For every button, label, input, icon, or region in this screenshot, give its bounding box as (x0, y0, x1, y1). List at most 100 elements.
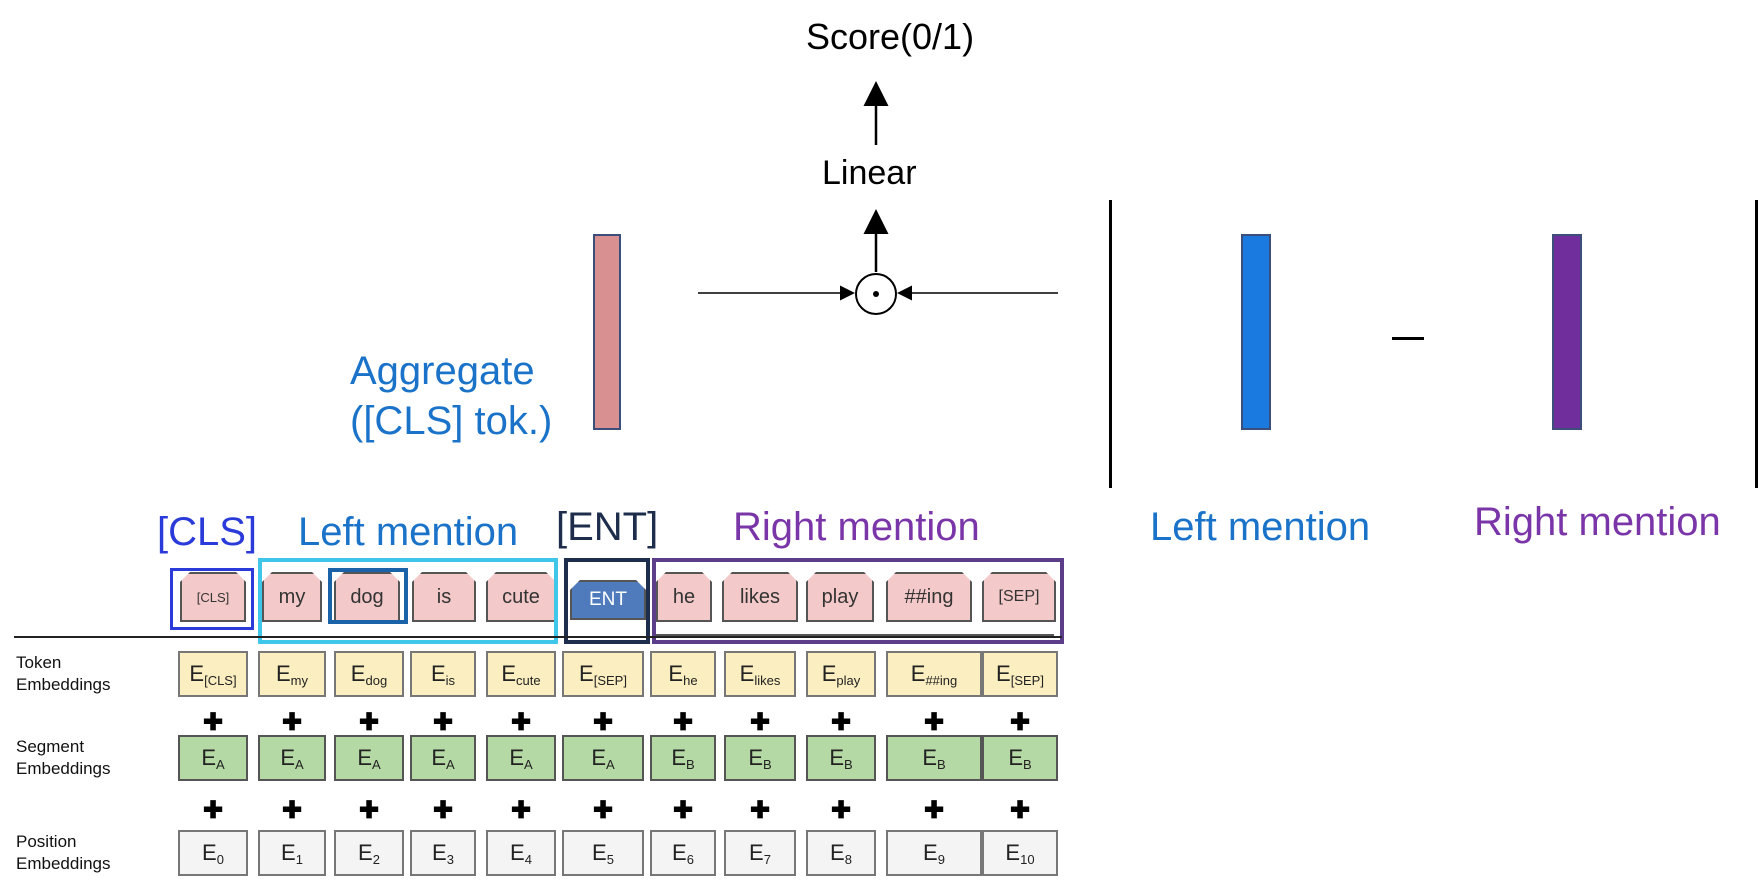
token-embeddings-label: Token Embeddings (16, 652, 111, 696)
ent-group-box (564, 558, 650, 644)
plus-sign: ✚ (750, 797, 771, 824)
plus-sign: ✚ (282, 797, 303, 824)
cls-vector-bar (593, 234, 621, 430)
plus-sign: ✚ (1010, 797, 1031, 824)
token-embedding-5: E[SEP] (562, 651, 644, 697)
token-ing: ##ing (886, 572, 972, 622)
token-cute: cute (486, 572, 556, 622)
plus-sign: ✚ (831, 709, 852, 736)
position-embeddings-line-1: Position (16, 832, 77, 851)
token-embedding-9: E##ing (886, 651, 982, 697)
right-mention-group-label: Right mention (733, 505, 980, 549)
plus-sign: ✚ (593, 797, 614, 824)
token-embedding-0: E[CLS] (178, 651, 248, 697)
dog-highlight-box (328, 568, 408, 624)
token-underline (656, 634, 1054, 636)
plus-sign: ✚ (924, 709, 945, 736)
token-is: is (412, 572, 476, 622)
cls-group-label: [CLS] (157, 510, 258, 554)
plus-sign: ✚ (511, 709, 532, 736)
cls-group-box (170, 568, 254, 630)
segment-embeddings-line-1: Segment (16, 737, 85, 756)
left-mention-group-label: Left mention (298, 510, 519, 554)
ent-group-label: [ENT] (556, 505, 659, 549)
plus-sign: ✚ (593, 709, 614, 736)
token-embeddings-line-2: Embeddings (16, 675, 111, 695)
plus-sign: ✚ (750, 709, 771, 736)
right-mention-vector-bar (1552, 234, 1582, 430)
token-cls: [CLS] (180, 572, 246, 622)
hadamard-product-circle (855, 273, 897, 315)
right-mention-vector-label: Right mention (1474, 500, 1721, 544)
left-mention-vector-label: Left mention (1150, 505, 1371, 549)
plus-sign: ✚ (282, 709, 303, 736)
segment-embeddings-line-2: Embeddings (16, 759, 111, 779)
plus-sign: ✚ (511, 797, 532, 824)
plus-sign: ✚ (673, 709, 694, 736)
linear-label: Linear (822, 154, 917, 192)
token-embedding-10: E[SEP] (982, 651, 1058, 697)
plus-sign: ✚ (433, 797, 454, 824)
aggregate-line-2: ([CLS] tok.) (350, 399, 553, 443)
plus-sign: ✚ (673, 797, 694, 824)
plus-sign: ✚ (1010, 709, 1031, 736)
plus-sign: ✚ (924, 797, 945, 824)
score-title: Score(0/1) (806, 16, 975, 57)
aggregate-label: Aggregate ([CLS] tok.) (350, 346, 552, 446)
token-my: my (262, 572, 322, 622)
plus-sign: ✚ (203, 797, 224, 824)
left-mention-group-box (258, 558, 558, 644)
left-mention-vector-bar (1241, 234, 1271, 430)
token-sep: [SEP] (982, 572, 1056, 622)
token-he: he (656, 572, 712, 622)
aggregate-line-1: Aggregate (350, 349, 535, 393)
token-likes: likes (722, 572, 798, 622)
abs-right-bar (1755, 200, 1758, 488)
segment-embeddings-label: Segment Embeddings (16, 736, 111, 780)
plus-sign: ✚ (203, 709, 224, 736)
plus-sign: ✚ (359, 709, 380, 736)
plus-sign: ✚ (359, 797, 380, 824)
minus-sign (1392, 337, 1424, 340)
token-embeddings-line-1: Token (16, 653, 62, 672)
plus-sign: ✚ (831, 797, 852, 824)
plus-sign: ✚ (433, 709, 454, 736)
position-embeddings-line-2: Embeddings (16, 854, 111, 874)
hadamard-product-dot (873, 291, 879, 297)
token-play: play (806, 572, 874, 622)
position-embeddings-label: Position Embeddings (16, 831, 111, 875)
embeddings-divider-line (14, 636, 1062, 638)
token-ent: ENT (570, 580, 646, 620)
right-mention-group-box (652, 558, 1064, 644)
abs-left-bar (1109, 200, 1112, 488)
